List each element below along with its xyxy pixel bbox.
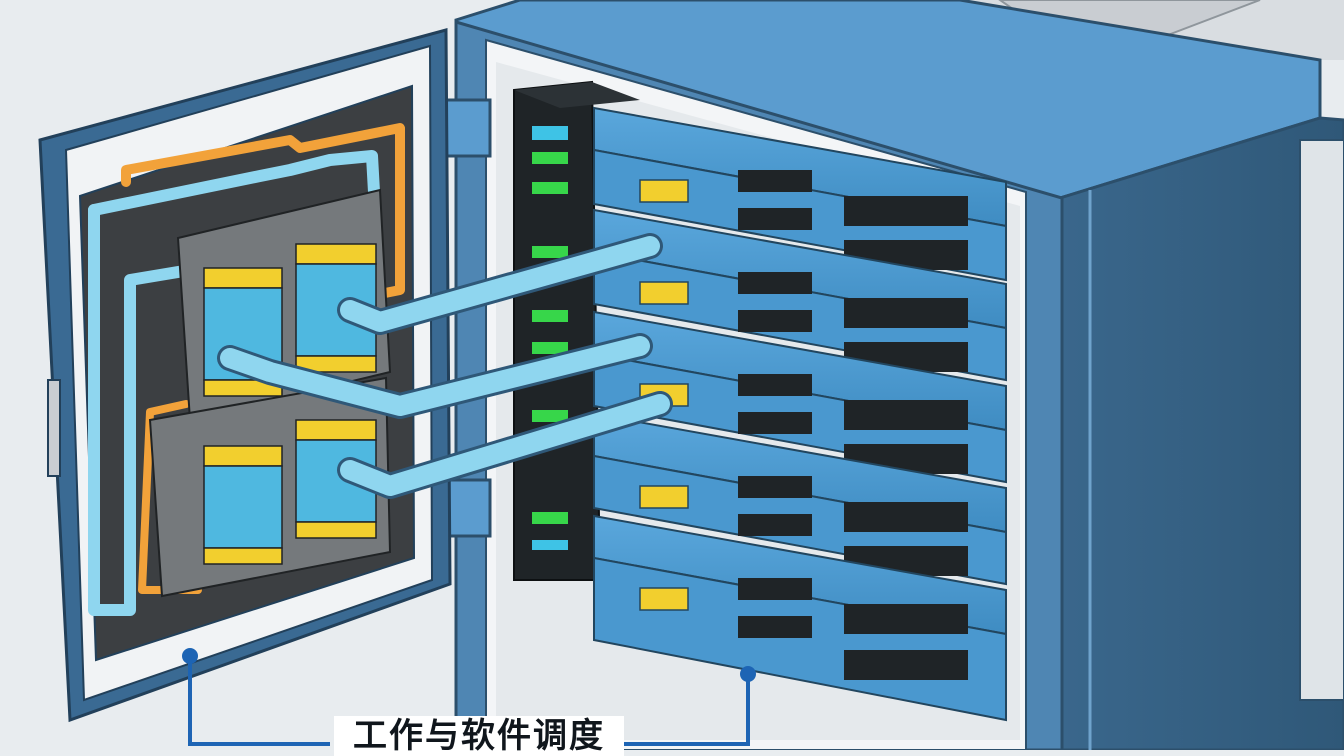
led-green-6 bbox=[532, 410, 568, 422]
switch-top bbox=[514, 82, 640, 108]
led-green-5 bbox=[532, 342, 568, 354]
led-green-3 bbox=[532, 246, 568, 258]
vent-grille bbox=[844, 196, 968, 226]
cyan-cable-loop bbox=[88, 150, 386, 306]
server-unit-3 bbox=[593, 310, 1007, 484]
vent-grille bbox=[844, 650, 968, 680]
callout-line-left bbox=[188, 656, 330, 746]
yellow-connector-block bbox=[295, 243, 377, 373]
server-unit-1 bbox=[593, 106, 1007, 298]
bridge-cables bbox=[217, 233, 673, 499]
led-green-2 bbox=[532, 182, 568, 194]
module-yellow bbox=[639, 485, 689, 509]
display-slot bbox=[738, 514, 812, 536]
led-green-1 bbox=[532, 152, 568, 164]
vent-grille bbox=[844, 502, 968, 532]
display-slot bbox=[738, 412, 812, 434]
server-unit-4 bbox=[593, 412, 1007, 586]
cyan-cable-side bbox=[88, 204, 196, 616]
display-slot bbox=[738, 374, 812, 396]
display-slot bbox=[738, 272, 812, 294]
display-slot bbox=[738, 578, 812, 600]
network-switch-column bbox=[513, 80, 640, 581]
vent-grille bbox=[844, 400, 968, 430]
vent-grille bbox=[844, 604, 968, 634]
display-slot bbox=[738, 310, 812, 332]
led-green-4 bbox=[532, 310, 568, 322]
server-unit-5 bbox=[593, 514, 1007, 722]
vent-grille bbox=[844, 298, 968, 328]
door-handle[interactable] bbox=[47, 379, 61, 477]
server-unit-2 bbox=[593, 208, 1007, 382]
module-yellow bbox=[639, 587, 689, 611]
led-green-7 bbox=[532, 512, 568, 524]
callouts bbox=[182, 648, 756, 746]
led-cyan-2 bbox=[532, 540, 568, 550]
side-vent-panel bbox=[1299, 139, 1344, 701]
yellow-connector-block bbox=[203, 445, 283, 565]
led-cyan-1 bbox=[532, 126, 568, 140]
display-slot bbox=[738, 616, 812, 638]
callout-line-right bbox=[620, 674, 750, 746]
display-slot bbox=[738, 170, 812, 192]
display-slot bbox=[738, 208, 812, 230]
module-yellow bbox=[639, 281, 689, 305]
orange-cable bbox=[121, 123, 405, 303]
display-slot bbox=[738, 476, 812, 498]
server-stack bbox=[593, 106, 1007, 722]
caption-label: 工作与软件调度 bbox=[334, 716, 624, 756]
module-yellow bbox=[639, 179, 689, 203]
